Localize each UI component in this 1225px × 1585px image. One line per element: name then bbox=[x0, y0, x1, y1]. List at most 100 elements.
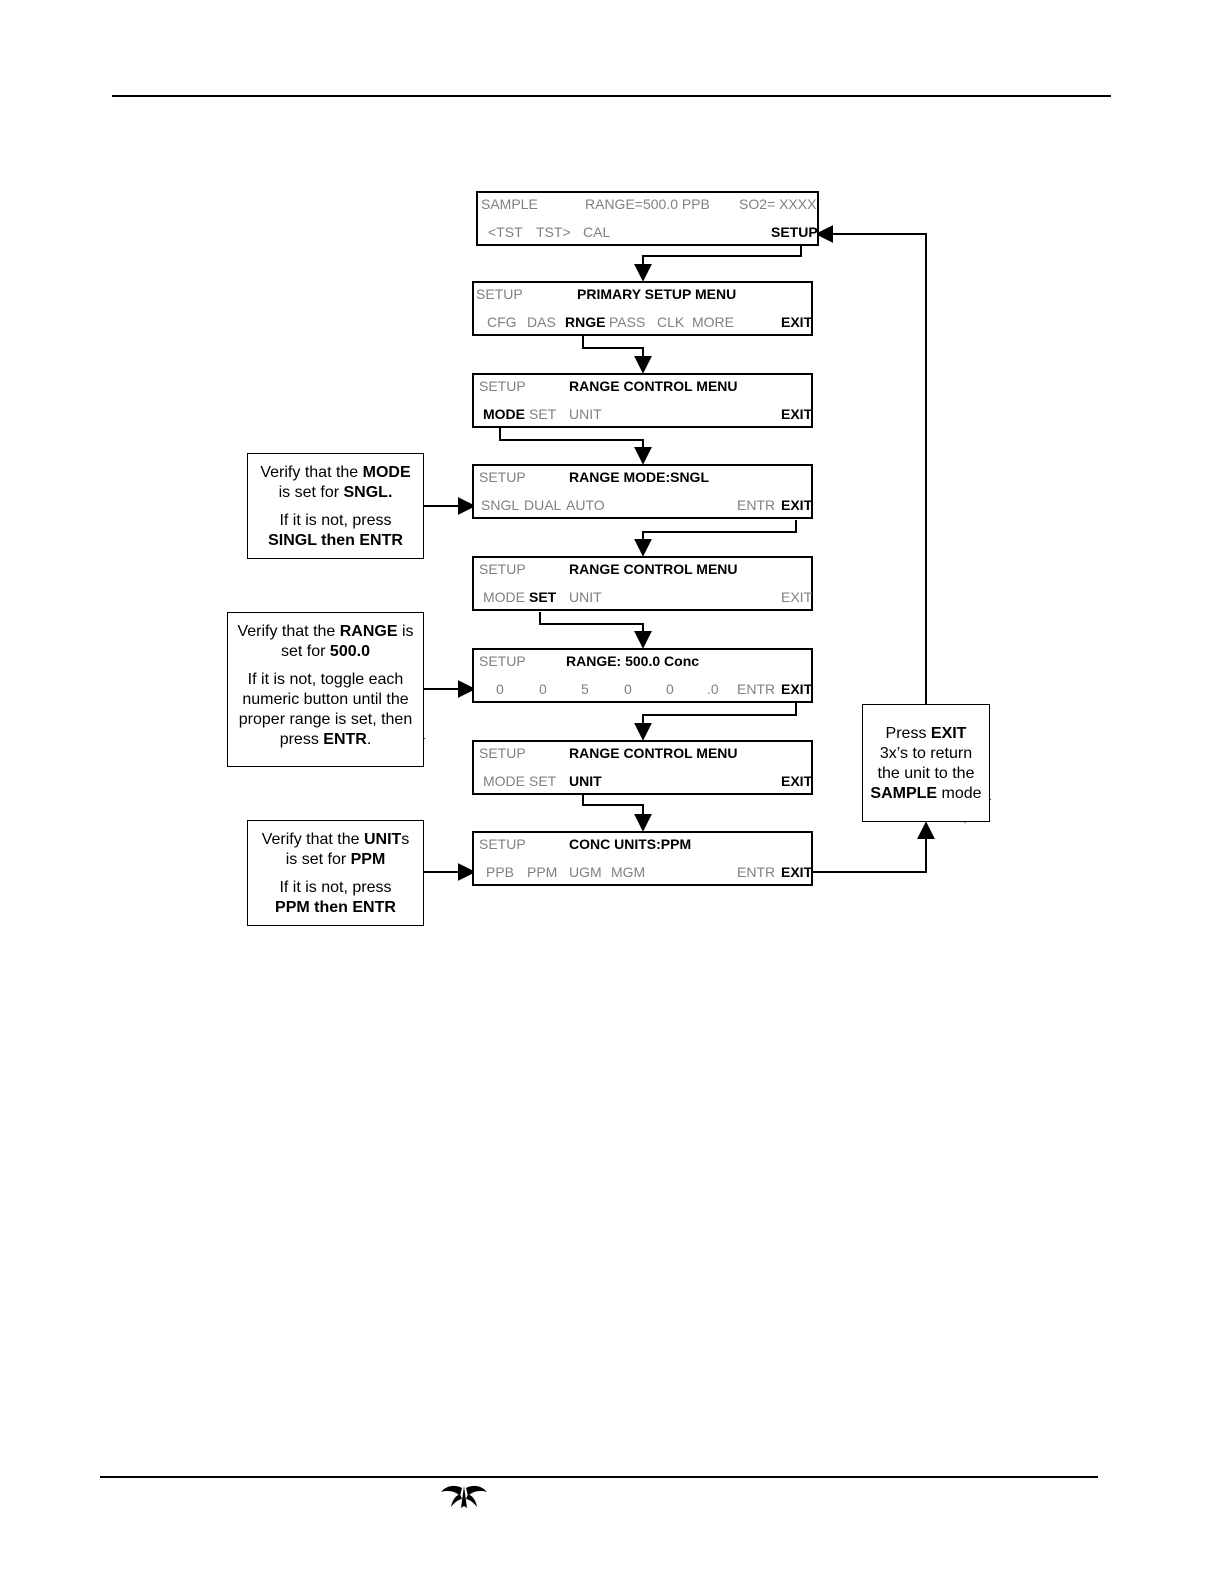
set-button[interactable]: SET bbox=[529, 773, 557, 789]
note-text-bold: MODE bbox=[362, 464, 411, 481]
display-range-mode: SETUP RANGE MODE:SNGL SNGL DUAL AUTO ENT… bbox=[472, 464, 813, 519]
note-text: 3x’s to return bbox=[879, 745, 973, 762]
ppm-button[interactable]: PPM bbox=[527, 864, 558, 880]
exit-button[interactable]: EXIT bbox=[781, 497, 813, 513]
note-text: If it is not, press bbox=[279, 879, 392, 896]
dual-button[interactable]: DUAL bbox=[524, 497, 562, 513]
tst-next-button[interactable]: TST> bbox=[536, 224, 571, 240]
mode-button[interactable]: MODE bbox=[483, 773, 525, 789]
cfg-button[interactable]: CFG bbox=[487, 314, 517, 330]
entr-button[interactable]: ENTR bbox=[737, 497, 776, 513]
display-range-value: SETUP RANGE: 500.0 Conc 0 0 5 0 0 .0 ENT… bbox=[472, 648, 813, 703]
menu-title: RANGE CONTROL MENU bbox=[569, 378, 738, 394]
mode-label: SETUP bbox=[479, 745, 526, 761]
mode-label: SETUP bbox=[479, 561, 526, 577]
note-text: Verify that the bbox=[261, 831, 364, 848]
entr-button[interactable]: ENTR bbox=[737, 864, 776, 880]
mode-label: SETUP bbox=[479, 653, 526, 669]
set-button[interactable]: SET bbox=[529, 406, 557, 422]
note-text: mode bbox=[937, 785, 982, 802]
digit-1-button[interactable]: 0 bbox=[496, 681, 504, 697]
rnge-button[interactable]: RNGE bbox=[565, 314, 606, 330]
note-text: If it is not, press bbox=[279, 512, 392, 529]
das-button[interactable]: DAS bbox=[527, 314, 556, 330]
note-text: is set for bbox=[285, 851, 351, 868]
menu-title: PRIMARY SETUP MENU bbox=[577, 286, 737, 302]
entr-button[interactable]: ENTR bbox=[737, 681, 776, 697]
display-primary-setup: SETUP PRIMARY SETUP MENU CFG DAS RNGE PA… bbox=[472, 281, 813, 336]
footer-rule bbox=[100, 1476, 1098, 1478]
mode-button[interactable]: MODE bbox=[483, 406, 525, 422]
mode-label: SETUP bbox=[476, 286, 523, 302]
menu-title: RANGE CONTROL MENU bbox=[569, 561, 738, 577]
clk-button[interactable]: CLK bbox=[657, 314, 685, 330]
exit-button[interactable]: EXIT bbox=[781, 681, 813, 697]
exit-button[interactable]: EXIT bbox=[781, 773, 813, 789]
digit-4-button[interactable]: 0 bbox=[624, 681, 632, 697]
note-text: Verify that the bbox=[237, 623, 340, 640]
note-text-bold: EXIT bbox=[930, 725, 967, 742]
unit-button[interactable]: UNIT bbox=[569, 406, 602, 422]
note-text-bold: ENTR bbox=[323, 731, 367, 748]
mode-button[interactable]: MODE bbox=[483, 589, 525, 605]
note-text: numeric button until the bbox=[242, 691, 409, 708]
mode-label: SETUP bbox=[479, 378, 526, 394]
mode-label: SETUP bbox=[479, 469, 526, 485]
note-text: proper range is set, then bbox=[238, 711, 413, 728]
digit-3-button[interactable]: 5 bbox=[581, 681, 589, 697]
exit-button[interactable]: EXIT bbox=[781, 314, 813, 330]
set-button[interactable]: SET bbox=[529, 589, 557, 605]
menu-title: RANGE MODE:SNGL bbox=[569, 469, 709, 485]
display-range-control-2: SETUP RANGE CONTROL MENU MODE SET UNIT E… bbox=[472, 556, 813, 611]
unit-button[interactable]: UNIT bbox=[569, 773, 602, 789]
note-verify-range: Verify that the RANGE is set for 500.0 I… bbox=[227, 612, 424, 767]
note-text-bold: UNIT bbox=[363, 831, 402, 848]
display-conc-units: SETUP CONC UNITS:PPM PPB PPM UGM MGM ENT… bbox=[472, 831, 813, 886]
note-text: If it is not, toggle each bbox=[247, 671, 404, 688]
digit-2-button[interactable]: 0 bbox=[539, 681, 547, 697]
exit-button[interactable]: EXIT bbox=[781, 589, 813, 605]
display-range-control-3: SETUP RANGE CONTROL MENU MODE SET UNIT E… bbox=[472, 740, 813, 795]
note-text: s bbox=[401, 831, 410, 848]
note-text-bold: SNGL. bbox=[343, 484, 393, 501]
note-text: is set for bbox=[278, 484, 344, 501]
menu-title: RANGE: 500.0 Conc bbox=[566, 653, 700, 669]
unit-button[interactable]: UNIT bbox=[569, 589, 602, 605]
sngl-button[interactable]: SNGL bbox=[481, 497, 520, 513]
note-text-bold: 500.0 bbox=[329, 643, 370, 660]
note-text-bold: RANGE bbox=[339, 623, 398, 640]
note-text-bold: SAMPLE bbox=[870, 785, 938, 802]
auto-button[interactable]: AUTO bbox=[566, 497, 605, 513]
concentration-readout: SO2= XXXX bbox=[739, 196, 817, 212]
display-sample: SAMPLE RANGE=500.0 PPB SO2= XXXX <TST TS… bbox=[476, 191, 819, 246]
ppb-button[interactable]: PPB bbox=[486, 864, 515, 880]
note-verify-units: Verify that the UNITs is set for PPM If … bbox=[247, 820, 424, 926]
menu-title: CONC UNITS:PPM bbox=[569, 836, 692, 852]
menu-title: RANGE CONTROL MENU bbox=[569, 745, 738, 761]
display-range-control-1: SETUP RANGE CONTROL MENU MODE SET UNIT E… bbox=[472, 373, 813, 428]
company-logo-icon bbox=[441, 1485, 487, 1508]
tst-prev-button[interactable]: <TST bbox=[488, 224, 523, 240]
more-button[interactable]: MORE bbox=[692, 314, 734, 330]
mode-label: SAMPLE bbox=[481, 196, 538, 212]
note-text-bold: SINGL then ENTR bbox=[268, 532, 403, 549]
exit-button[interactable]: EXIT bbox=[781, 864, 813, 880]
note-text-bold: PPM bbox=[350, 851, 386, 868]
setup-button[interactable]: SETUP bbox=[771, 224, 818, 240]
note-text-bold: PPM then ENTR bbox=[275, 899, 396, 916]
note-text: is bbox=[397, 623, 414, 640]
mgm-button[interactable]: MGM bbox=[611, 864, 646, 880]
note-verify-mode: Verify that the MODE is set for SNGL. If… bbox=[247, 453, 424, 559]
digit-6-button[interactable]: .0 bbox=[707, 681, 719, 697]
ugm-button[interactable]: UGM bbox=[569, 864, 602, 880]
cal-button[interactable]: CAL bbox=[583, 224, 611, 240]
note-text: . bbox=[366, 731, 372, 748]
header-rule bbox=[112, 95, 1111, 97]
note-text: set for bbox=[281, 643, 330, 660]
note-text: Verify that the bbox=[260, 464, 363, 481]
digit-5-button[interactable]: 0 bbox=[666, 681, 674, 697]
range-readout: RANGE=500.0 PPB bbox=[585, 196, 710, 212]
pass-button[interactable]: PASS bbox=[609, 314, 646, 330]
note-press-exit: Press EXIT 3x’s to return the unit to th… bbox=[862, 704, 990, 822]
exit-button[interactable]: EXIT bbox=[781, 406, 813, 422]
